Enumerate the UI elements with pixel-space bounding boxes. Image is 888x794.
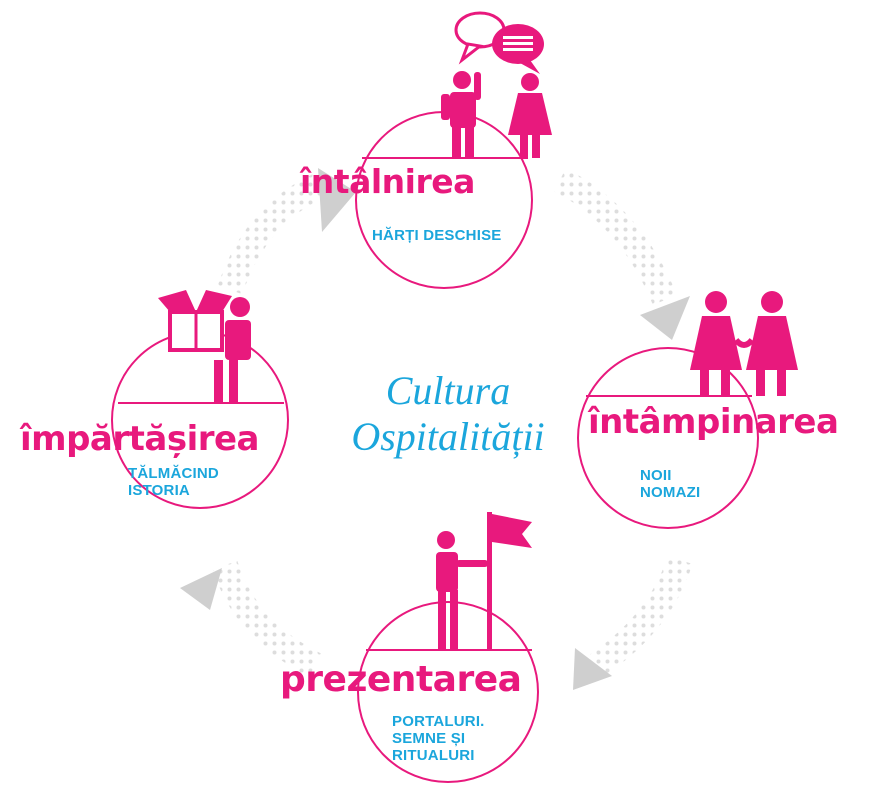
arrowhead-bottom-right <box>573 648 612 690</box>
connector-bottom-right <box>582 555 693 681</box>
node-title-bottom: prezentarea <box>280 659 522 700</box>
arrowhead-top-right <box>640 296 690 340</box>
center-title-line-2: Ospitalității <box>351 414 545 459</box>
connector-bottom-left <box>212 560 321 677</box>
node-subtitle-right-line-2: NOMAZI <box>640 484 701 501</box>
node-subtitle-right: NOII NOMAZI <box>640 467 700 501</box>
node-subtitle-left-line-2: ISTORIA <box>128 482 190 499</box>
center-title-line-1: Cultura <box>385 368 511 413</box>
node-circles <box>111 111 759 783</box>
node-subtitle-top: HĂRȚI DESCHISE <box>372 227 501 244</box>
node-subtitle-left-line-1: TĂLMĂCIND <box>128 465 219 482</box>
node-subtitle-right-line-1: NOII <box>640 467 672 484</box>
arrowhead-bottom-left <box>180 568 222 610</box>
arrowhead-top-left <box>318 168 356 232</box>
node-title-right: întâmpinarea <box>588 402 839 442</box>
people-holding-hands-icon <box>690 291 798 396</box>
node-subtitle-top-line-1: HĂRȚI DESCHISE <box>372 227 502 244</box>
center-title: Cultura Ospitalității <box>318 368 578 460</box>
connector-top-right <box>553 168 678 306</box>
node-subtitle-bottom: PORTALURI. SEMNE ȘI RITUALURI <box>392 713 485 764</box>
node-title-top: întâlnirea <box>300 162 475 201</box>
node-subtitle-bottom-line-2: SEMNE ȘI <box>392 730 466 747</box>
circle-right <box>577 347 759 529</box>
node-subtitle-left: TĂLMĂCIND ISTORIA <box>128 465 219 499</box>
node-subtitle-bottom-line-1: PORTALURI. <box>392 713 485 730</box>
person-carrying-box-icon <box>158 290 251 403</box>
circle-bottom <box>357 601 539 783</box>
connector-arrows <box>180 168 693 690</box>
person-with-flag-icon <box>436 512 532 650</box>
connector-top-left <box>217 173 326 295</box>
node-title-left: împărtășirea <box>20 419 260 459</box>
node-subtitle-bottom-line-3: RITUALURI <box>392 747 475 764</box>
people-talking-icon <box>441 11 552 158</box>
